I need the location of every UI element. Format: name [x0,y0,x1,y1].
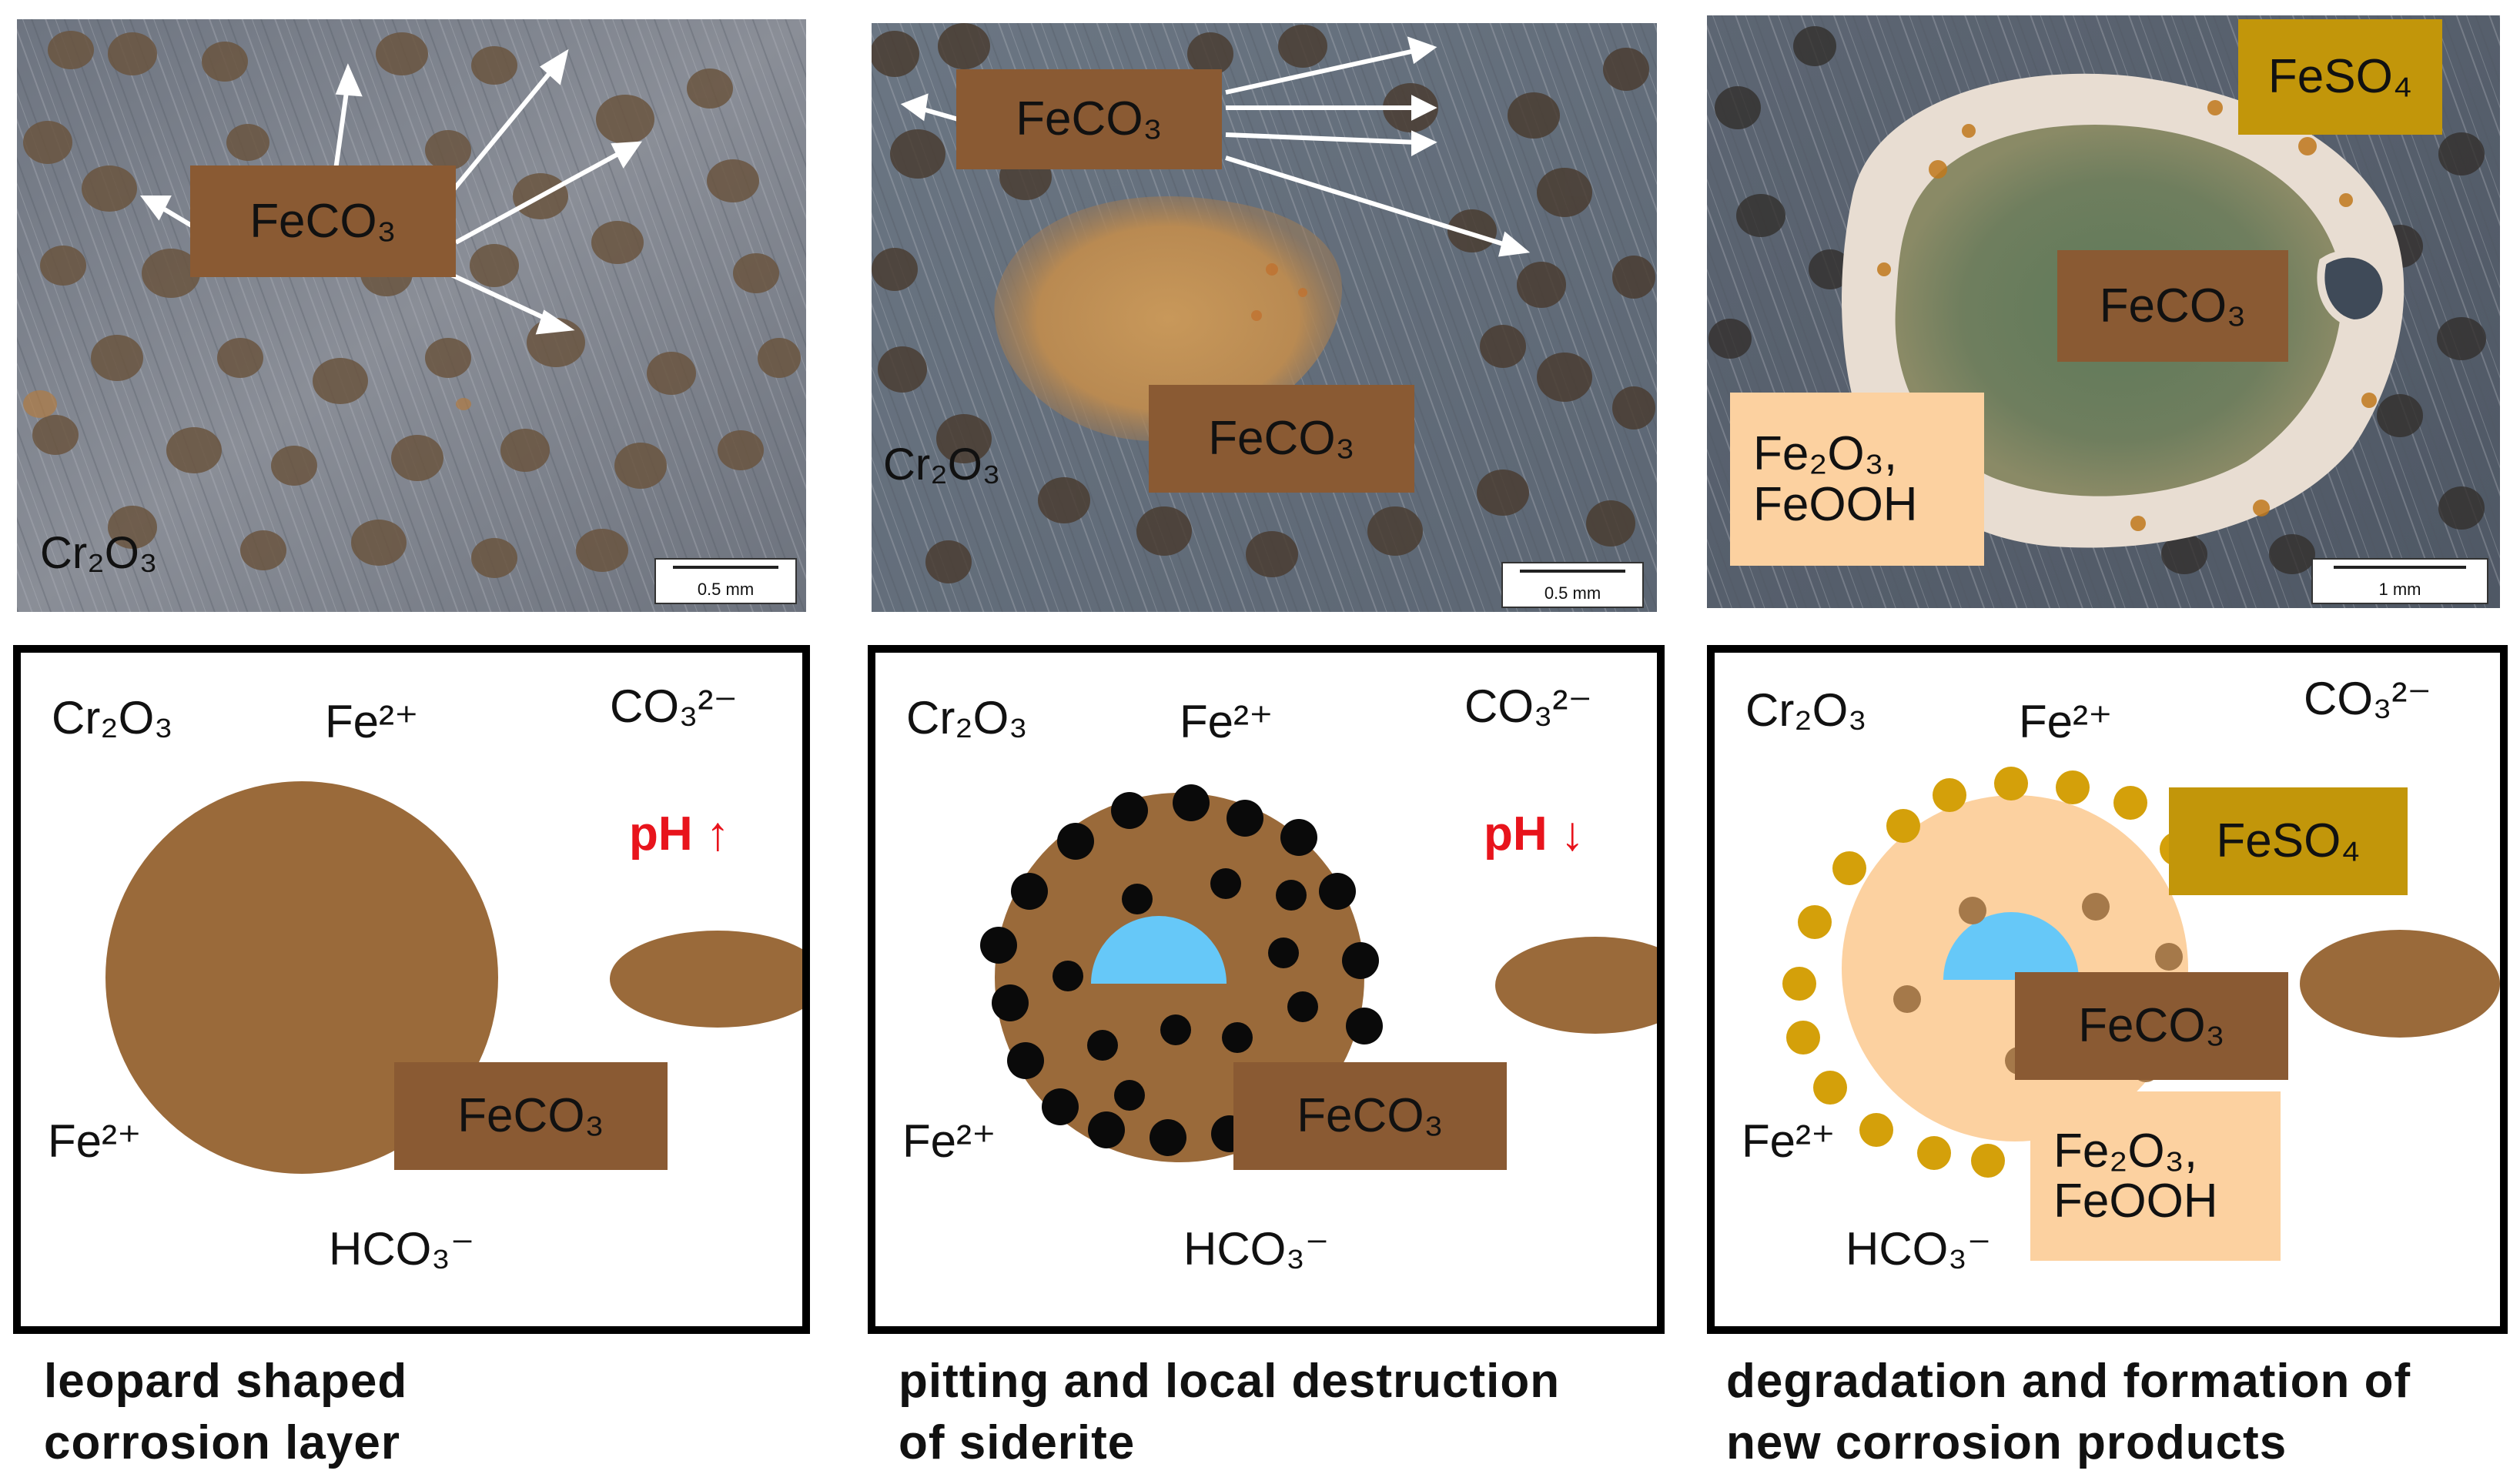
scale-bar-label: 0.5 mm [1544,583,1601,603]
cr2o3-label: Cr₂O₃ [1745,684,1867,736]
caption-1: leopard shaped corrosion layer [44,1351,407,1474]
feso4-label: FeSO₄ [2238,19,2442,135]
fe2o3-feooh-label: Fe₂O₃, FeOOH [1730,393,1984,566]
ph-down-arrow: ↓ [1560,807,1585,861]
co3-label: CO₃²⁻ [1464,680,1593,732]
caption-3: degradation and formation of new corrosi… [1726,1351,2411,1474]
feco3-label-top: FeCO₃ [956,69,1222,169]
feso4-box: FeSO₄ [2169,787,2408,895]
siderite-particle [2300,930,2500,1038]
cr2o3-label: Cr₂O₃ [883,440,1001,490]
feco3-box: FeCO₃ [2015,972,2288,1080]
siderite-particle [610,931,802,1028]
ph-label: pH [629,807,693,861]
fe2o3-feooh-box: Fe₂O₃, FeOOH [2030,1091,2281,1261]
scale-bar-label: 1 mm [2378,580,2421,599]
feooh-line: FeOOH [1753,477,1918,531]
scheme-panel-1: FeCO₃ Cr₂O₃ Fe²⁺ CO₃²⁻ pH ↑ Fe²⁺ HCO₃⁻ [13,645,810,1334]
caption-1-line-1: leopard shaped [44,1355,408,1408]
pit [1091,916,1227,984]
fe2plus-left-label: Fe²⁺ [48,1115,142,1167]
hco3-label: HCO₃⁻ [329,1223,475,1275]
cr2o3-label: Cr₂O₃ [906,692,1028,744]
scale-bar: 0.5 mm [1501,562,1644,608]
micrograph-1: FeCO₃ Cr₂O₃ 0.5 mm [17,19,806,612]
caption-1-line-2: corrosion layer [44,1416,400,1469]
scale-bar: 1 mm [2311,558,2488,604]
co3-label: CO₃²⁻ [610,680,738,732]
feco3-label: FeCO₃ [2057,250,2288,362]
caption-3-line-1: degradation and formation of [1726,1355,2411,1408]
fe2plus-left-label: Fe²⁺ [902,1115,996,1167]
feco3-box: FeCO₃ [394,1062,668,1170]
siderite-particle [1495,937,1657,1034]
cr2o3-label: Cr₂O₃ [52,692,173,744]
micrograph-3: FeSO₄ FeCO₃ Fe₂O₃, FeOOH 1 mm [1707,15,2500,608]
fe2o3-line: Fe₂O₃, [2053,1124,2198,1178]
feco3-label-center: FeCO₃ [1149,385,1414,493]
siderite-spots [1708,26,2486,574]
scheme-panel-3: FeSO₄ FeCO₃ Fe₂O₃, FeOOH Cr₂O₃ Fe²⁺ CO₃²… [1707,645,2508,1334]
fe2plus-top-label: Fe²⁺ [325,696,419,747]
hco3-label: HCO₃⁻ [1183,1223,1330,1275]
fe2plus-top-label: Fe²⁺ [1180,696,1273,747]
feco3-label: FeCO₃ [190,165,456,277]
caption-2-line-1: pitting and local destruction [899,1355,1561,1408]
pointer-arrows [140,48,643,335]
caption-2-line-2: of siderite [899,1416,1136,1469]
feso4-dots [1782,767,2194,1178]
feco3-box: FeCO₃ [1233,1062,1507,1170]
micrograph-1-texture [17,19,806,612]
ph-up-arrow: ↑ [705,807,730,861]
pointer-arrows [900,36,1531,257]
corroded-region [994,196,1343,441]
scale-bar: 0.5 mm [654,558,797,604]
pit [1943,912,2079,980]
micrograph-2: FeCO₃ FeCO₃ Cr₂O₃ 0.5 mm [872,23,1657,612]
fe2plus-top-label: Fe²⁺ [2019,696,2113,747]
scale-bar-label: 0.5 mm [697,580,755,599]
hco3-label: HCO₃⁻ [1846,1223,1992,1275]
co3-label: CO₃²⁻ [2304,673,2432,724]
caption-2: pitting and local destruction of siderit… [899,1351,1560,1474]
caption-3-line-2: new corrosion products [1726,1416,2287,1469]
scheme-panel-2: FeCO₃ Cr₂O₃ Fe²⁺ CO₃²⁻ pH ↓ Fe²⁺ HCO₃⁻ [868,645,1665,1334]
fe2o3-line: Fe₂O₃, [1753,427,1898,481]
cr2o3-label: Cr₂O₃ [40,528,158,578]
ph-indicator: pH ↑ [629,807,730,861]
ph-label: pH [1484,807,1548,861]
fe2plus-left-label: Fe²⁺ [1742,1115,1836,1167]
ph-indicator: pH ↓ [1484,807,1585,861]
feooh-line: FeOOH [2053,1175,2218,1228]
